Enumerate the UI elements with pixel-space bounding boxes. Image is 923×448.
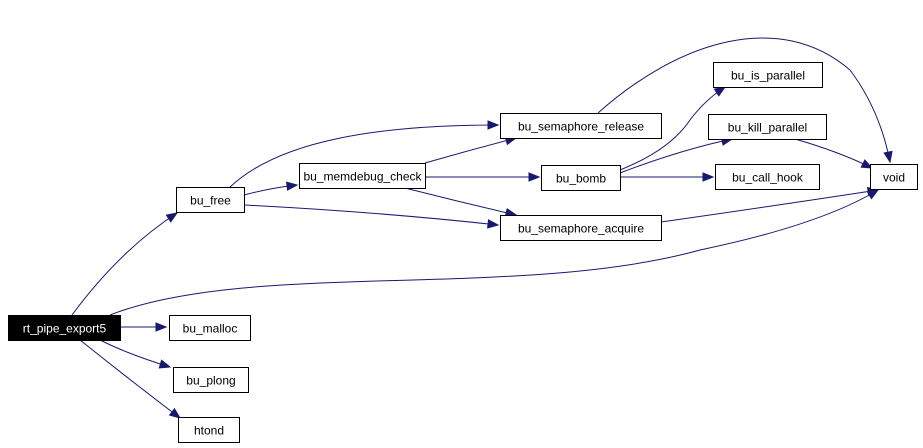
- edge-bu-bomb-to-bu-is-parallel: [619, 86, 727, 171]
- edge-bu-semaphore-release-to-void: [597, 37, 893, 164]
- node-bu-semaphore-acquire[interactable]: bu_semaphore_acquire: [500, 215, 662, 241]
- edges-layer: [71, 37, 893, 419]
- edge-line: [424, 137, 517, 164]
- edge-bu-kill-parallel-to-void: [794, 138, 874, 169]
- edge-bu-free-to-bu-memdebug-check: [243, 181, 299, 196]
- edge-rt-pipe-export5-to-bu-plong: [99, 339, 172, 369]
- node-box: [500, 215, 662, 241]
- node-label: bu_semaphore_acquire: [518, 222, 644, 236]
- node-bu-memdebug-check[interactable]: bu_memdebug_check: [299, 163, 426, 189]
- edge-bu-free-to-bu-semaphore-acquire: [243, 204, 500, 229]
- edge-line: [71, 212, 178, 316]
- edge-rt-pipe-export5-to-bu-free: [71, 212, 179, 316]
- node-label: bu_memdebug_check: [303, 170, 422, 184]
- arrowhead-icon: [883, 150, 893, 164]
- node-label: bu_kill_parallel: [728, 121, 807, 135]
- edge-bu-memdebug-check-to-bu-bomb: [425, 172, 541, 182]
- node-label: bu_call_hook: [732, 171, 804, 185]
- node-box: [708, 114, 827, 140]
- node-box: [713, 62, 823, 88]
- arrowhead-icon: [168, 407, 182, 419]
- edge-line: [243, 204, 499, 226]
- edge-line: [404, 187, 517, 216]
- arrowhead-icon: [528, 172, 541, 182]
- node-bu-semaphore-release[interactable]: bu_semaphore_release: [500, 113, 662, 139]
- node-box: [8, 315, 121, 341]
- arrowhead-icon: [155, 322, 168, 332]
- node-label: bu_free: [190, 194, 231, 208]
- node-bu-malloc[interactable]: bu_malloc: [169, 315, 251, 341]
- arrowhead-icon: [702, 172, 715, 182]
- node-bu-plong[interactable]: bu_plong: [173, 367, 249, 393]
- node-label: rt_pipe_export5: [23, 322, 107, 336]
- edge-line: [79, 339, 181, 419]
- node-box: [541, 165, 621, 191]
- edge-line: [99, 339, 171, 368]
- arrowhead-icon: [158, 359, 172, 369]
- edge-line: [597, 37, 891, 163]
- edge-bu-free-to-bu-semaphore-release: [229, 120, 500, 188]
- node-box: [178, 417, 240, 443]
- arrowhead-icon: [165, 212, 179, 223]
- node-bu-kill-parallel[interactable]: bu_kill_parallel: [708, 114, 827, 140]
- node-htond[interactable]: htond: [178, 417, 240, 443]
- edge-bu-bomb-to-bu-call-hook: [620, 172, 715, 182]
- node-box: [169, 315, 251, 341]
- node-box: [299, 163, 426, 189]
- edge-bu-memdebug-check-to-bu-semaphore-acquire: [404, 187, 518, 218]
- node-label: bu_bomb: [556, 172, 606, 186]
- edge-line: [229, 124, 499, 188]
- arrowhead-icon: [860, 159, 874, 169]
- node-box: [500, 113, 662, 139]
- edge-line: [619, 86, 726, 171]
- edge-bu-memdebug-check-to-bu-semaphore-release: [424, 136, 518, 164]
- edge-bu-semaphore-acquire-to-void: [660, 186, 880, 223]
- arrowhead-icon: [487, 219, 500, 229]
- node-label: void: [883, 171, 905, 185]
- node-void[interactable]: void: [870, 164, 918, 190]
- node-box: [715, 164, 820, 190]
- node-bu-free[interactable]: bu_free: [176, 187, 245, 213]
- edge-line: [109, 189, 879, 316]
- node-bu-call-hook[interactable]: bu_call_hook: [715, 164, 820, 190]
- edge-rt-pipe-export5-to-bu-malloc: [120, 322, 168, 332]
- node-label: bu_is_parallel: [731, 69, 805, 83]
- arrowhead-icon: [487, 120, 500, 130]
- node-box: [173, 367, 249, 393]
- arrowhead-icon: [286, 181, 299, 191]
- nodes-layer: rt_pipe_export5 bu_free bu_malloc bu_plongh…: [8, 62, 918, 443]
- edge-line: [794, 138, 873, 169]
- arrowhead-icon: [713, 86, 727, 97]
- edge-line: [660, 189, 879, 223]
- node-rt-pipe-export5[interactable]: rt_pipe_export5: [8, 315, 121, 341]
- edge-line: [619, 138, 733, 174]
- node-bu-bomb[interactable]: bu_bomb: [541, 165, 621, 191]
- node-box: [870, 164, 918, 190]
- node-label: bu_semaphore_release: [518, 120, 644, 134]
- node-box: [176, 187, 245, 213]
- node-label: bu_plong: [186, 374, 235, 388]
- edge-rt-pipe-export5-to-htond: [79, 339, 182, 419]
- node-bu-is-parallel[interactable]: bu_is_parallel: [713, 62, 823, 88]
- node-label: htond: [194, 424, 224, 438]
- node-label: bu_malloc: [183, 322, 238, 336]
